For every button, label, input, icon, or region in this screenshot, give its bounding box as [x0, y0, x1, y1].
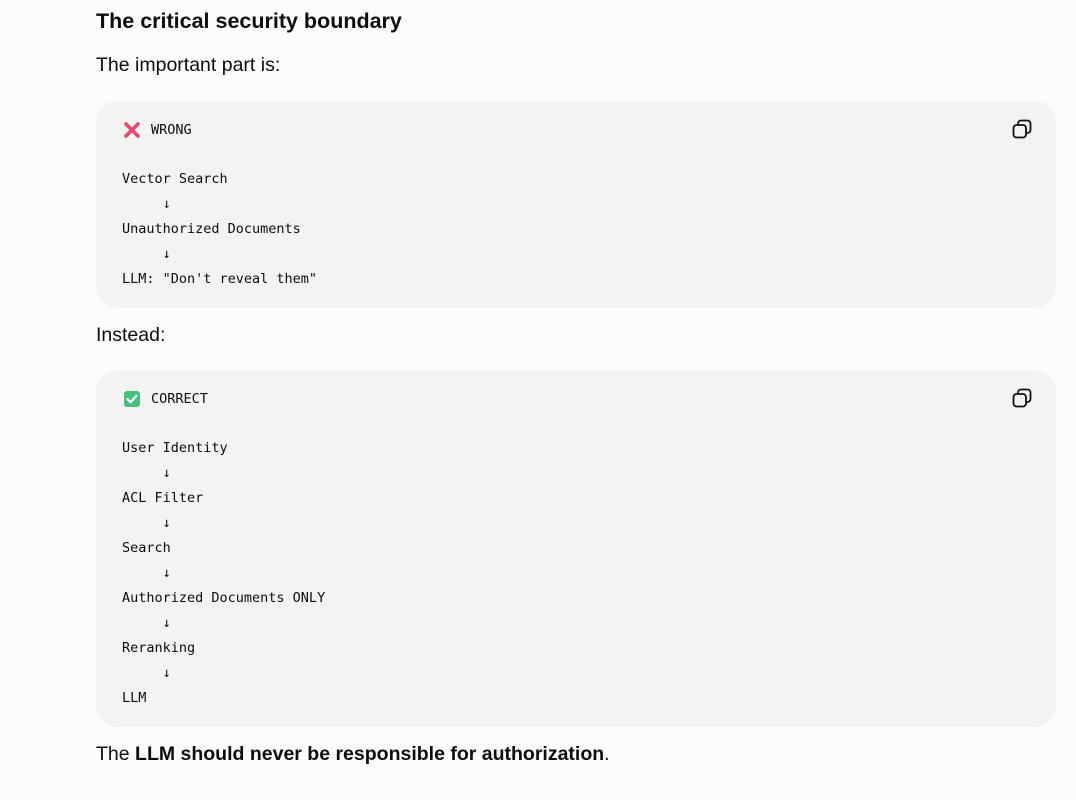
code-line: Vector Search	[122, 171, 228, 187]
conclusion-prefix: The	[96, 743, 136, 765]
code-line: Authorized Documents ONLY	[122, 590, 326, 606]
code-line: LLM	[122, 690, 147, 706]
cross-mark-icon	[122, 120, 142, 140]
correct-label: CORRECT	[151, 391, 208, 407]
copy-icon	[1012, 119, 1032, 139]
copy-code-button[interactable]	[1010, 117, 1034, 141]
wrong-label: WRONG	[151, 122, 192, 138]
arrow-line: ↓	[122, 465, 171, 481]
wrong-block-header: WRONG	[122, 120, 192, 140]
conclusion-bold: LLM should never be responsible for auth…	[135, 743, 605, 765]
instead-paragraph: Instead:	[96, 324, 166, 346]
correct-block-header: CORRECT	[122, 389, 208, 409]
arrow-line: ↓	[122, 665, 171, 681]
copy-code-button[interactable]	[1010, 386, 1034, 410]
code-line: Unauthorized Documents	[122, 221, 301, 237]
arrow-line: ↓	[122, 515, 171, 531]
code-line: ACL Filter	[122, 490, 204, 506]
wrong-code-lines: Vector Search ↓ Unauthorized Documents ↓…	[122, 167, 317, 292]
conclusion-suffix: .	[604, 743, 610, 765]
section-heading: The critical security boundary	[96, 9, 402, 33]
code-line: LLM: "Don't reveal them"	[122, 271, 318, 287]
arrow-line: ↓	[122, 615, 171, 631]
correct-code-lines: User Identity ↓ ACL Filter ↓ Search ↓ Au…	[122, 436, 325, 711]
check-box-icon	[122, 389, 142, 409]
copy-icon	[1012, 388, 1032, 408]
code-line: Reranking	[122, 640, 196, 656]
wrong-code-block: WRONG Vector Search ↓ Unauthorized Docum…	[96, 101, 1056, 308]
code-line: User Identity	[122, 440, 228, 456]
correct-code-block: CORRECT User Identity ↓ ACL Filter ↓ Sea…	[96, 370, 1056, 727]
conclusion-paragraph: The LLM should never be responsible for …	[96, 740, 610, 768]
arrow-line: ↓	[122, 246, 171, 262]
code-line: Search	[122, 540, 171, 556]
arrow-line: ↓	[122, 565, 171, 581]
intro-paragraph: The important part is:	[96, 54, 281, 76]
arrow-line: ↓	[122, 196, 171, 212]
